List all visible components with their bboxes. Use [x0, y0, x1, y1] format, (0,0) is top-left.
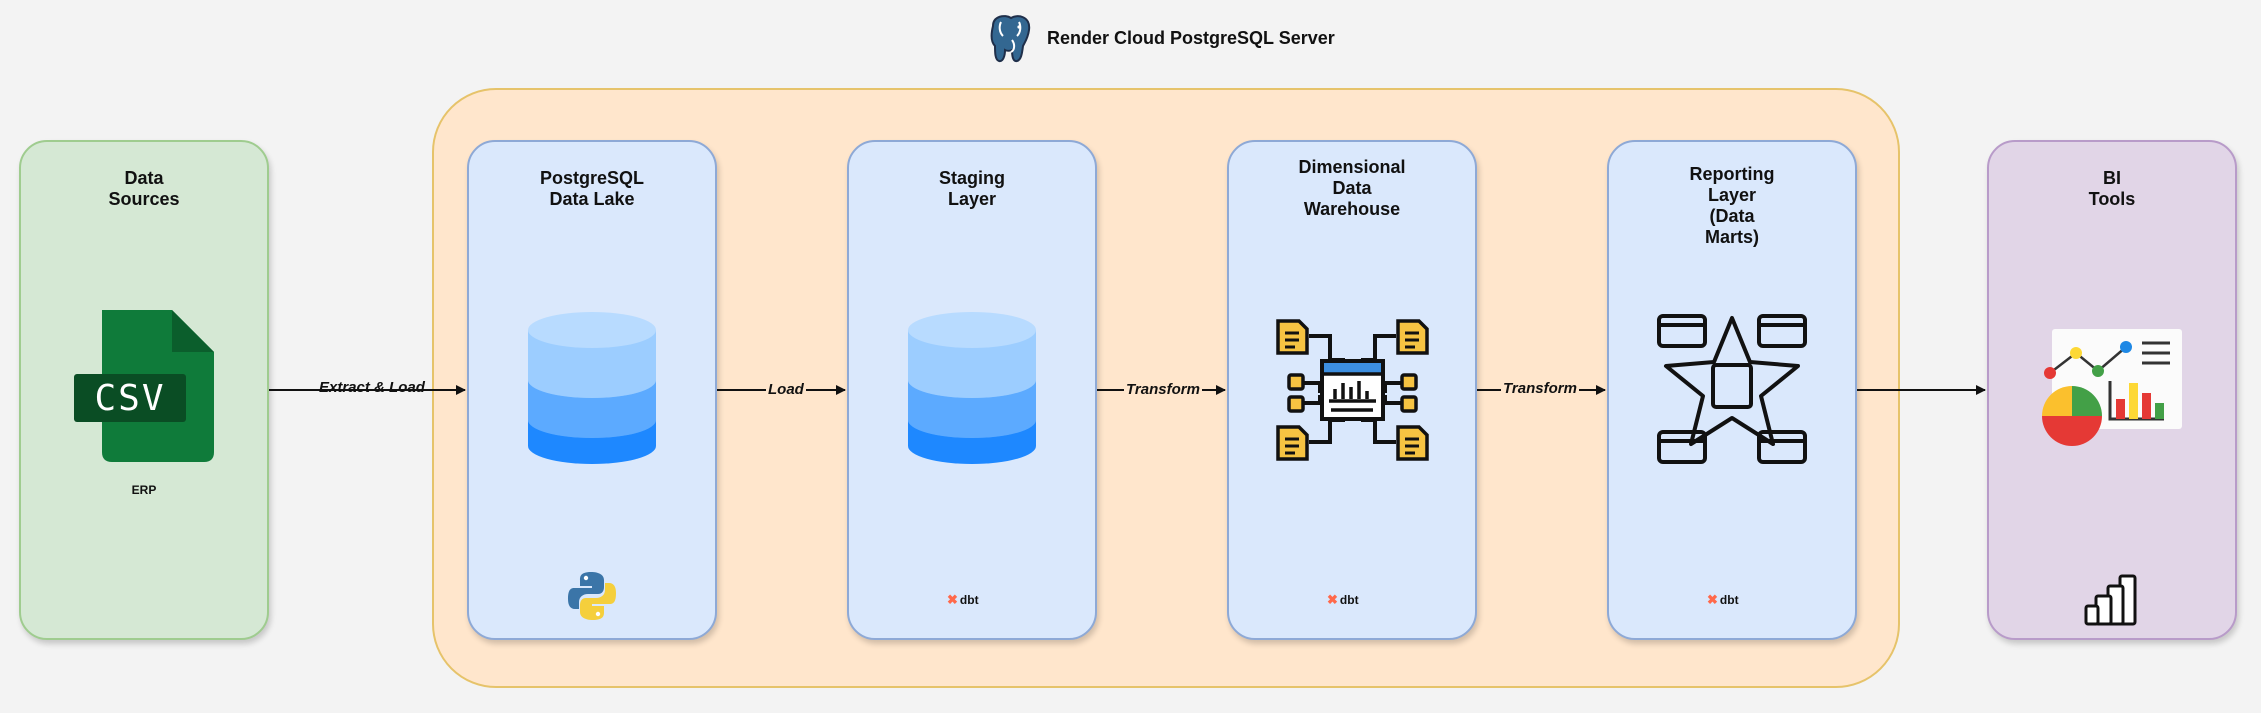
dbt-logo-icon: ✖ [1327, 592, 1338, 607]
power-bi-icon [2084, 574, 2137, 626]
dbt-logo-icon: ✖ [947, 592, 958, 607]
edge-label-extract-load: Extract & Load [319, 379, 425, 396]
data-sources-title: Data Sources [108, 168, 180, 209]
bi-dashboard-icon [2042, 329, 2182, 446]
bi-tools-title: BI Tools [2088, 168, 2136, 209]
staging-database-icon [908, 312, 1036, 464]
data-warehouse-icon [1276, 319, 1429, 461]
csv-caption: ERP [131, 483, 157, 497]
edge-label-load: Load [766, 381, 806, 398]
staging-dbt-badge: ✖dbt [947, 592, 979, 607]
data-lake-title: PostgreSQL Data Lake [539, 168, 645, 209]
data-warehouse-title: Dimensional Data Warehouse [1298, 157, 1406, 219]
staging-layer-title: Staging Layer [939, 168, 1005, 209]
csv-file-icon: CSV [72, 310, 218, 465]
data-lake-database-icon [528, 312, 656, 464]
postgresql-elephant-icon [990, 15, 1031, 63]
csv-badge-text: CSV [94, 377, 166, 419]
diagram-header: Render Cloud PostgreSQL Server [985, 12, 1335, 64]
reporting-layer-title: Reporting Layer (Data Marts) [1689, 164, 1775, 247]
star-schema-icon [1657, 314, 1807, 464]
edge-label-transform-1: Transform [1124, 381, 1202, 398]
warehouse-dbt-badge: ✖dbt [1327, 592, 1359, 607]
reporting-layer-panel [1607, 140, 1857, 640]
data-warehouse-panel [1227, 140, 1477, 640]
diagram-title: Render Cloud PostgreSQL Server [1047, 27, 1335, 48]
reporting-dbt-badge: ✖dbt [1707, 592, 1739, 607]
edge-label-transform-2: Transform [1501, 380, 1579, 397]
python-logo-icon [568, 572, 616, 620]
dbt-logo-icon: ✖ [1707, 592, 1718, 607]
